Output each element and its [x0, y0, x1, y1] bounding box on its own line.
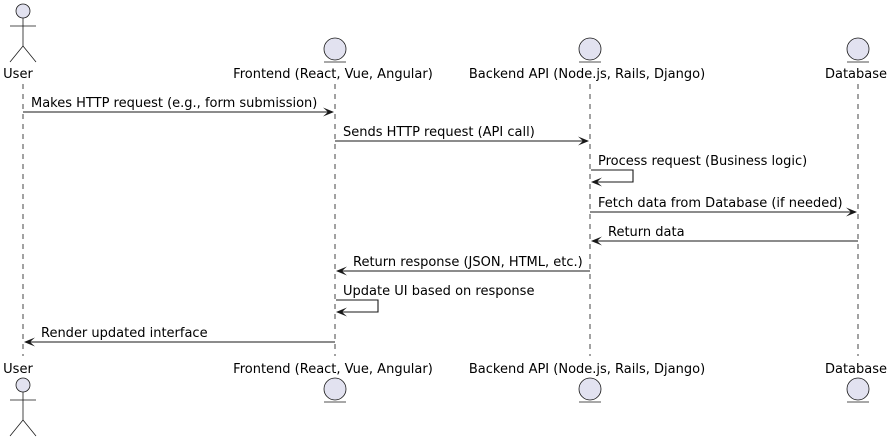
participant-backend-bottom-label: Backend API (Node.js, Rails, Django)	[469, 362, 705, 377]
participant-backend-top-icon	[578, 37, 602, 63]
message-7-label: Update UI based on response	[343, 284, 534, 299]
message-1: Makes HTTP request (e.g., form submissio…	[23, 96, 334, 117]
participant-user-bottom-label: User	[3, 362, 33, 377]
message-3-label: Process request (Business logic)	[598, 154, 807, 169]
message-5-label: Return data	[608, 225, 685, 240]
participant-frontend-top-label: Frontend (React, Vue, Angular)	[233, 67, 433, 82]
message-6: Return response (JSON, HTML, etc.)	[336, 255, 590, 276]
participant-database-top-label: Database	[825, 67, 887, 82]
participant-frontend-bottom-label: Frontend (React, Vue, Angular)	[233, 362, 433, 377]
message-1-label: Makes HTTP request (e.g., form submissio…	[31, 96, 317, 111]
message-2-label: Sends HTTP request (API call)	[343, 125, 535, 140]
message-7: Update UI based on response	[336, 284, 534, 317]
message-8-label: Render updated interface	[41, 326, 208, 341]
message-7-arrow	[336, 299, 379, 313]
participant-backend-top-label: Backend API (Node.js, Rails, Django)	[469, 67, 705, 82]
message-3: Process request (Business logic)	[591, 154, 807, 187]
participant-backend-bottom-icon	[578, 377, 602, 403]
message-8: Render updated interface	[24, 326, 335, 347]
message-5: Return data	[591, 225, 858, 246]
message-6-label: Return response (JSON, HTML, etc.)	[353, 255, 583, 270]
participant-database-top-icon	[846, 37, 870, 63]
participant-user-top-icon	[9, 3, 37, 63]
participant-database-bottom-icon	[846, 377, 870, 403]
participant-frontend-top-icon	[323, 37, 347, 63]
participant-frontend-bottom-icon	[323, 377, 347, 403]
messages: Makes HTTP request (e.g., form submissio…	[23, 96, 858, 347]
message-3-arrow	[591, 169, 634, 183]
participant-database-bottom-label: Database	[825, 362, 887, 377]
message-2: Sends HTTP request (API call)	[335, 125, 589, 146]
participants-top: User Frontend (React, Vue, Angular) Backen…	[3, 3, 887, 82]
participant-user-top-label: User	[3, 67, 33, 82]
message-4-label: Fetch data from Database (if needed)	[598, 196, 843, 211]
message-4: Fetch data from Database (if needed)	[590, 196, 857, 217]
participant-user-bottom-icon	[9, 377, 37, 437]
participants-bottom: User Frontend (React, Vue, Angular) Backen…	[3, 362, 887, 437]
